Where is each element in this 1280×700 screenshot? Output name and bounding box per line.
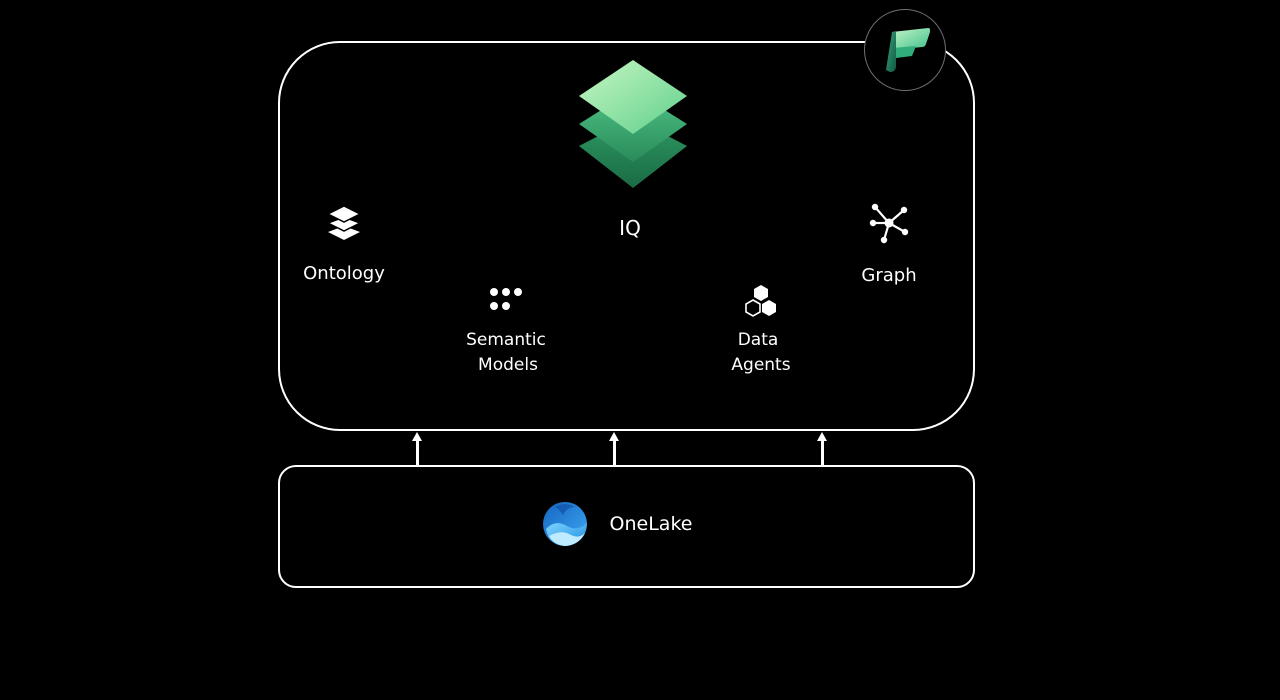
- onelake-logo-icon: [543, 502, 587, 546]
- arrow-head-right: [817, 432, 827, 441]
- fabric-badge: [864, 9, 946, 91]
- onelake-container: [278, 465, 975, 588]
- dot-grid-icon: [490, 288, 522, 310]
- semantic-models-label-line2: Models: [478, 355, 538, 375]
- iq-container: [278, 41, 975, 431]
- semantic-models-label-line1: Semantic: [466, 330, 546, 350]
- hexagon-cluster-icon: [745, 285, 776, 317]
- network-graph-icon: [869, 203, 909, 244]
- arrow-head-center: [609, 432, 619, 441]
- ontology-label: Ontology: [303, 263, 385, 284]
- iq-label: IQ: [619, 216, 641, 240]
- arrow-right: [821, 440, 824, 465]
- arrow-head-left: [412, 432, 422, 441]
- onelake-label: OneLake: [609, 513, 693, 535]
- graph-label: Graph: [861, 265, 917, 286]
- stacked-layers-icon: [326, 205, 362, 240]
- layers-stack-icon: [579, 60, 687, 188]
- arrow-center: [613, 440, 616, 465]
- arrow-left: [416, 440, 419, 465]
- data-agents-label-line1: Data: [737, 330, 779, 350]
- fabric-logo-icon: [886, 28, 930, 72]
- data-agents-label-line2: Agents: [731, 355, 791, 375]
